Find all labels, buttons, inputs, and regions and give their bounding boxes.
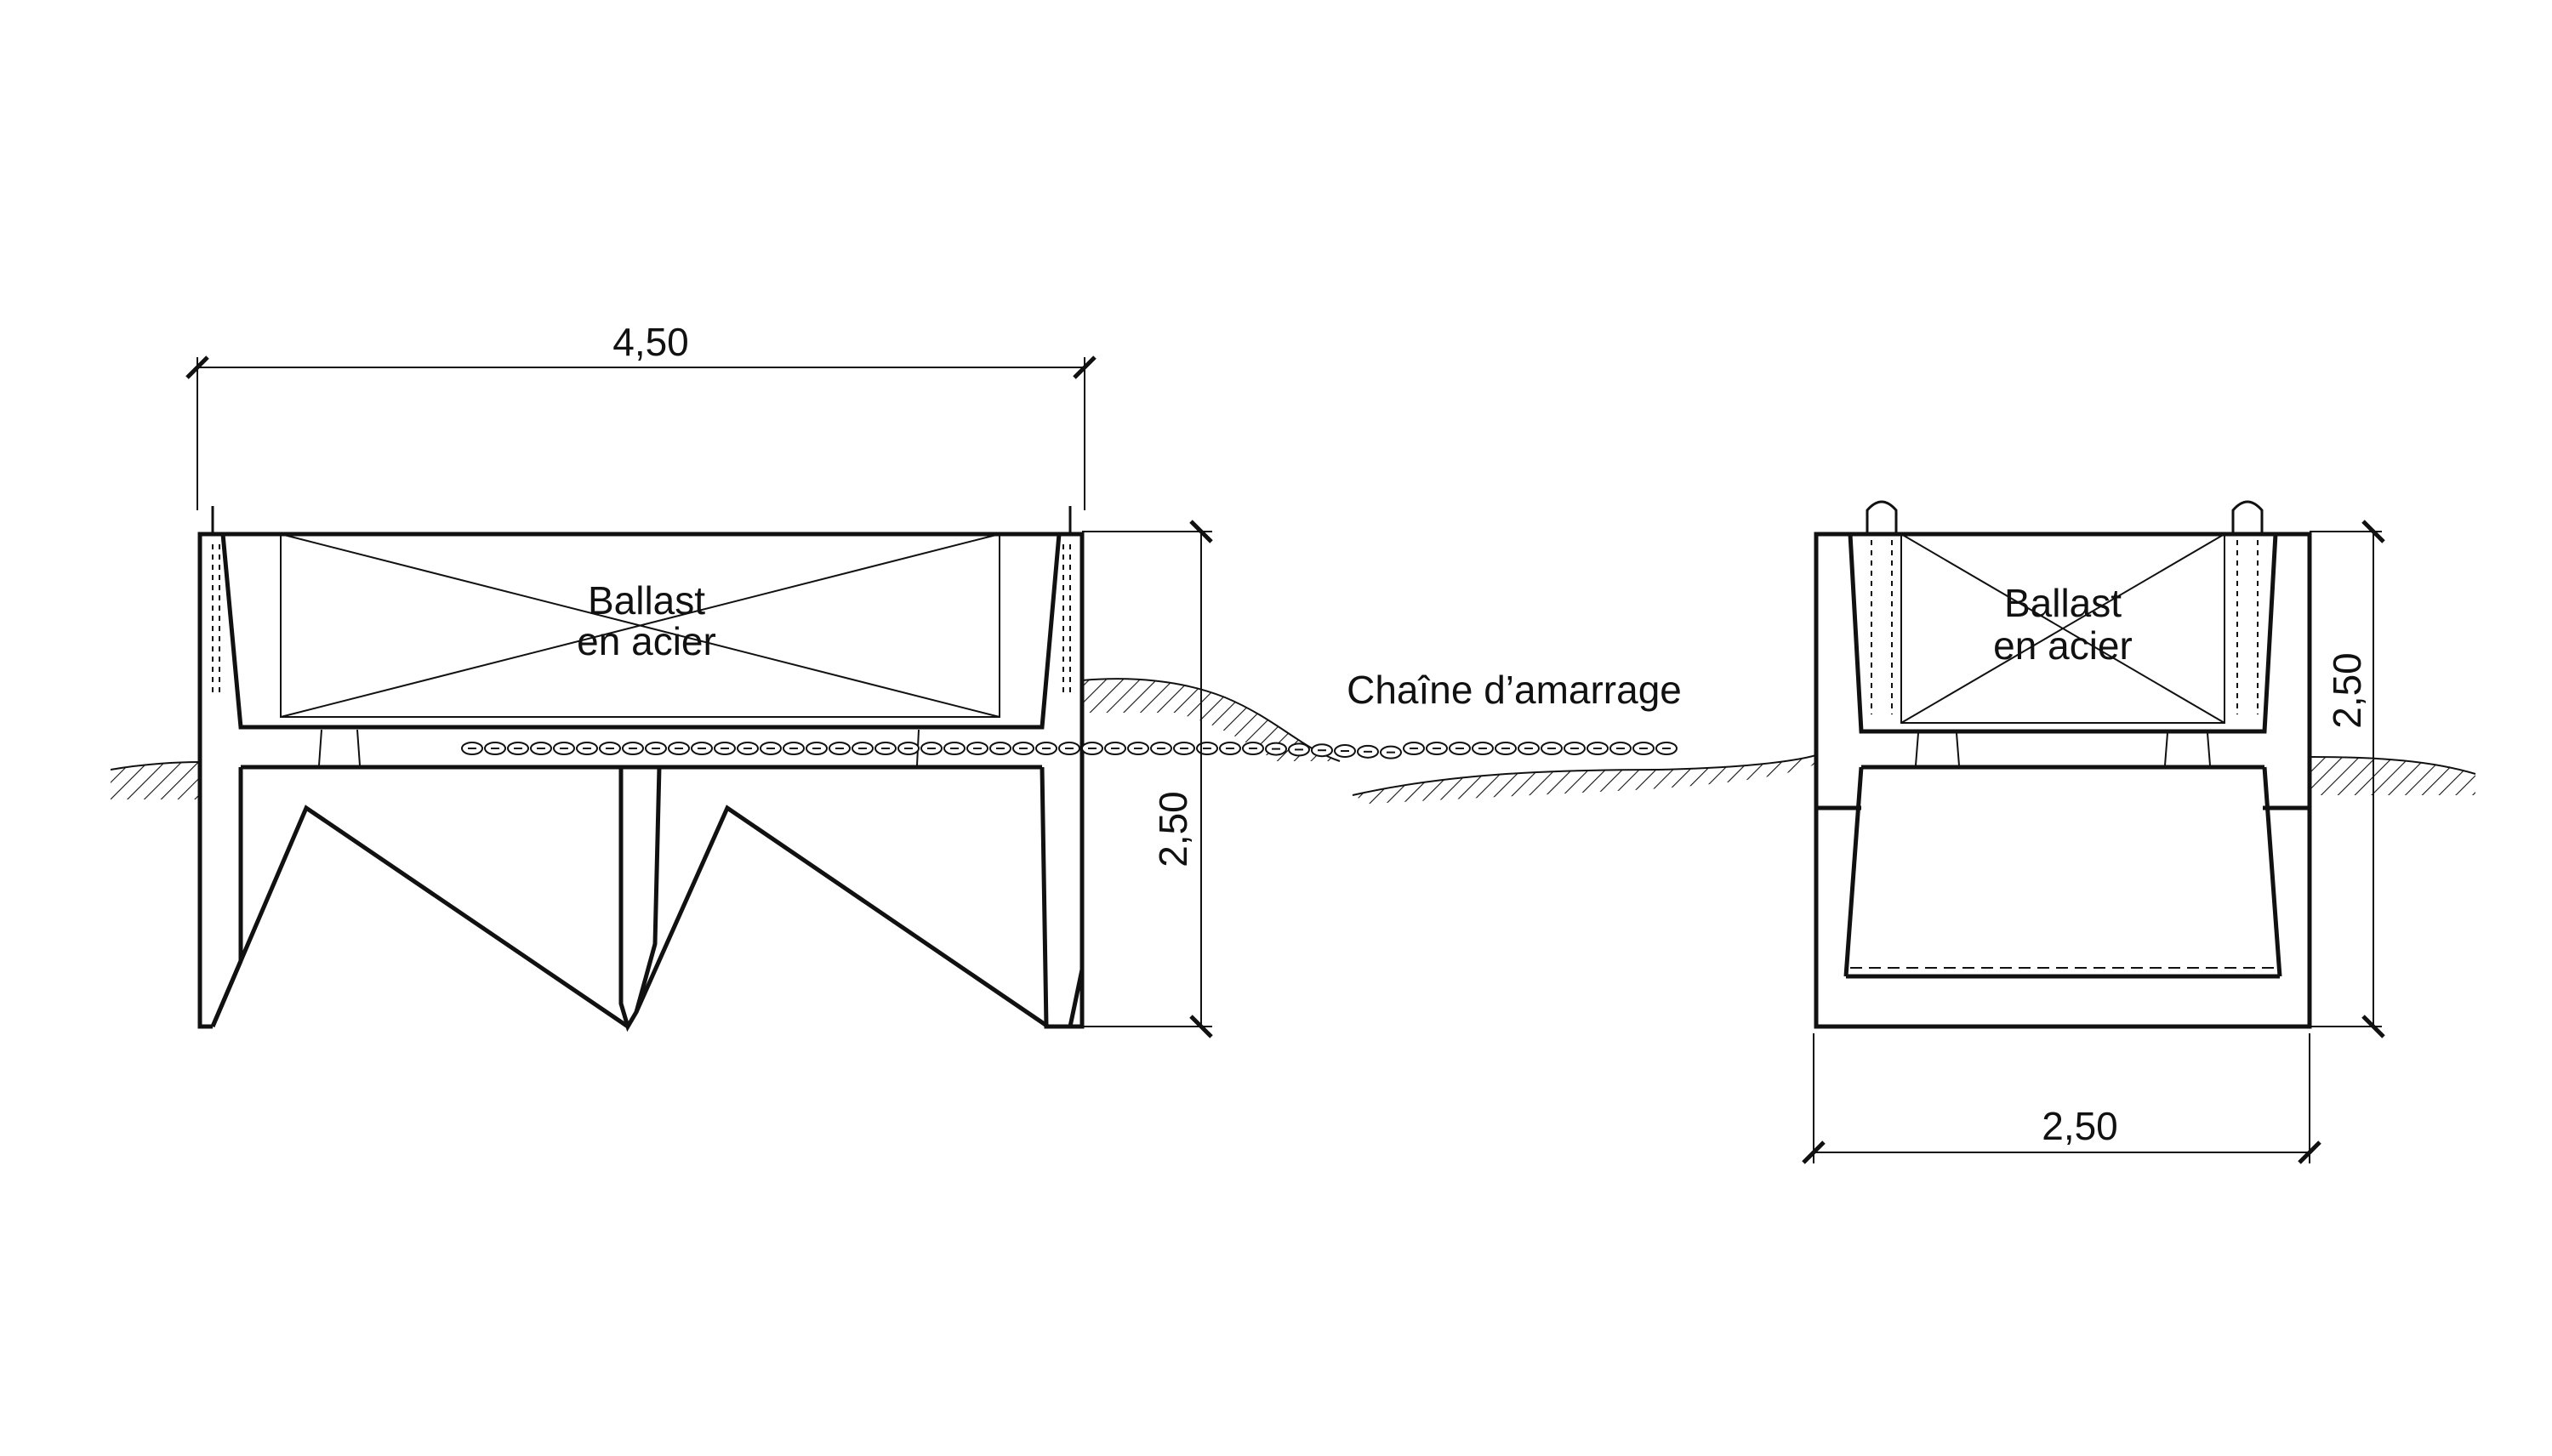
left-ballast-block	[197, 506, 1085, 1032]
width-label-right: 2,50	[2042, 1104, 2118, 1148]
height-label-right: 2,50	[2325, 652, 2369, 729]
right-ballast-block	[1814, 500, 2312, 1029]
zigzag-right	[634, 805, 1050, 1029]
left-ballast-label-line1: Ballast	[588, 578, 705, 623]
ground-hatch-right	[2310, 757, 2475, 795]
labels: 4,50 2,50 2,50 2,50 Ballast en acier Bal…	[577, 320, 2369, 1148]
zigzag-left	[210, 805, 629, 1029]
height-label-left: 2,50	[1151, 791, 1195, 867]
right-ballast-box	[1900, 533, 2225, 724]
dimension-lines	[185, 355, 2385, 1164]
ground	[110, 678, 2476, 804]
ground-hatch-left	[111, 762, 200, 799]
left-ballast-label-line2: en acier	[577, 619, 716, 663]
width-label-left: 4,50	[612, 320, 689, 364]
ballast-box	[280, 533, 1000, 718]
right-block-left-wall	[1814, 532, 1861, 810]
right-ballast-label-line2: en acier	[1993, 623, 2133, 668]
right-block-right-wall	[2263, 532, 2312, 810]
chain-label: Chaîne d’amarrage	[1347, 668, 1682, 712]
right-lower-body	[1814, 808, 2312, 1029]
ground-wave	[1353, 755, 1816, 804]
hook-right	[2231, 500, 2264, 534]
mooring-chain	[461, 742, 1678, 759]
hook-left	[1866, 500, 1898, 534]
right-ballast-label-line1: Ballast	[2004, 581, 2122, 625]
